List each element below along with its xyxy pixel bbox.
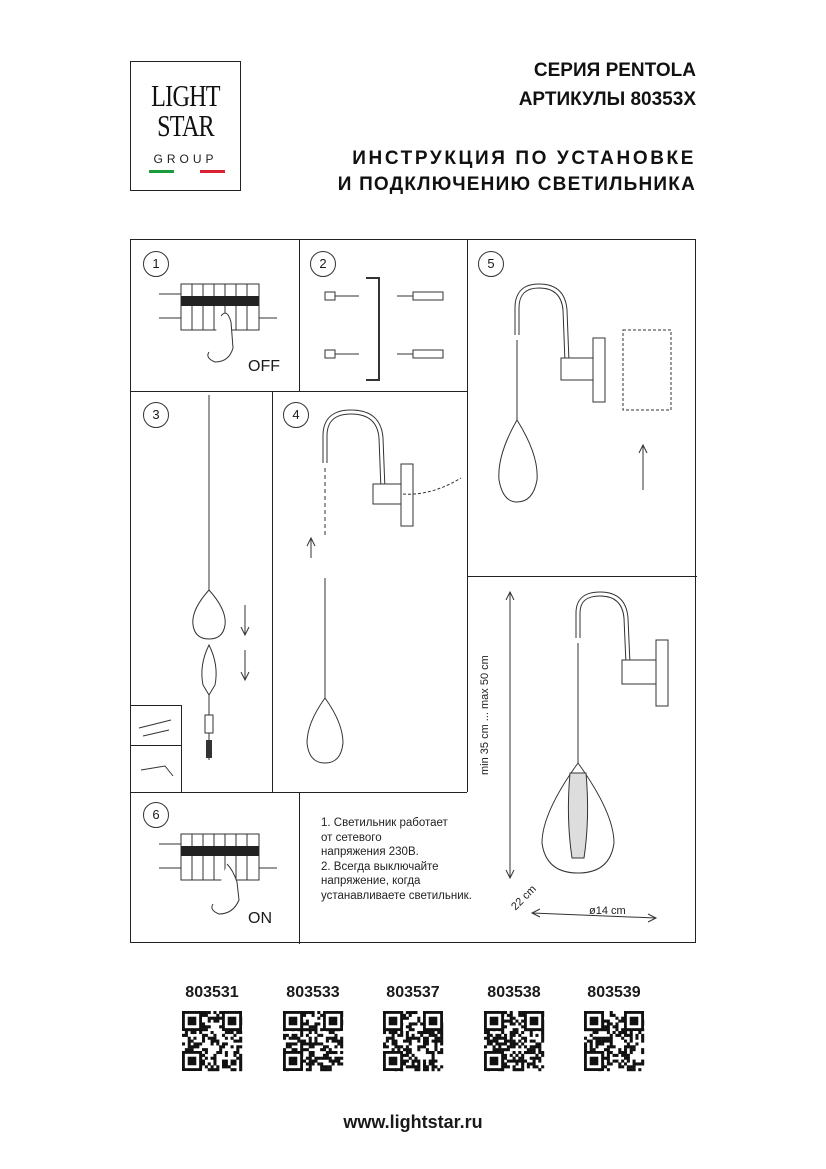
note-line-6: устанавливаете светильник. (321, 889, 472, 902)
safety-notes: 1. Светильник работает от сетевого напря… (321, 816, 472, 903)
on-label: ON (248, 910, 272, 927)
note-line-1: 1. Светильник работает (321, 817, 448, 829)
instruction-title-line-1: ИНСТРУКЦИЯ ПО УСТАНОВКЕ (352, 148, 696, 169)
mounting-hardware-illustration (324, 277, 444, 381)
brand-logo: LIGHT STAR GROUP (130, 61, 241, 191)
article-code-3: 803537 (386, 984, 440, 1001)
circuit-breaker-on-illustration (159, 833, 277, 915)
qr-code-3[interactable] (383, 1011, 444, 1072)
step-3-badge: 3 (143, 402, 169, 428)
series-title: СЕРИЯ PENTOLA (533, 60, 696, 81)
wiring-detail-illustration (138, 719, 174, 777)
article-code-1: 803531 (185, 984, 239, 1001)
step-6-badge: 6 (143, 802, 169, 828)
logo-line-2: STAR (157, 108, 215, 143)
dimensions-illustration (505, 590, 669, 923)
qr-code-1[interactable] (182, 1011, 243, 1072)
logo-flag (149, 170, 225, 173)
step-5-badge: 5 (478, 251, 504, 277)
article-code-2: 803533 (286, 984, 340, 1001)
diameter-dimension-label: ø14 cm (589, 905, 626, 917)
height-dimension-label: min 35 cm ... max 50 cm (479, 655, 491, 775)
qr-code-2[interactable] (283, 1011, 344, 1072)
logo-line-3: GROUP (153, 152, 218, 166)
note-line-5: напряжение, когда (321, 875, 421, 887)
circuit-breaker-off-illustration (159, 283, 277, 363)
note-line-4: 2. Всегда выключайте (321, 860, 439, 873)
qr-code-5[interactable] (584, 1011, 645, 1072)
sconce-mounting-illustration (306, 409, 462, 764)
instruction-title-line-2: И ПОДКЛЮЧЕНИЮ СВЕТИЛЬНИКА (337, 174, 696, 195)
article-code-5: 803539 (587, 984, 641, 1001)
step-2-badge: 2 (310, 251, 336, 277)
qr-code-4[interactable] (484, 1011, 545, 1072)
article-code-4: 803538 (487, 984, 541, 1001)
shade-assembly-illustration (192, 395, 250, 760)
note-line-2: от сетевого (321, 831, 382, 844)
instruction-panel: 1 2 5 3 4 6 OFF ON (130, 239, 697, 944)
logo-line-1: LIGHT (151, 78, 220, 113)
note-line-3: напряжения 230В. (321, 846, 419, 858)
articles-title: АРТИКУЛЫ 80353X (518, 89, 696, 110)
step-4-badge: 4 (283, 402, 309, 428)
website-link[interactable]: www.lightstar.ru (343, 1112, 483, 1132)
sconce-wall-fixing-illustration (498, 283, 672, 503)
step-1-badge: 1 (143, 251, 169, 277)
off-label: OFF (248, 358, 280, 375)
